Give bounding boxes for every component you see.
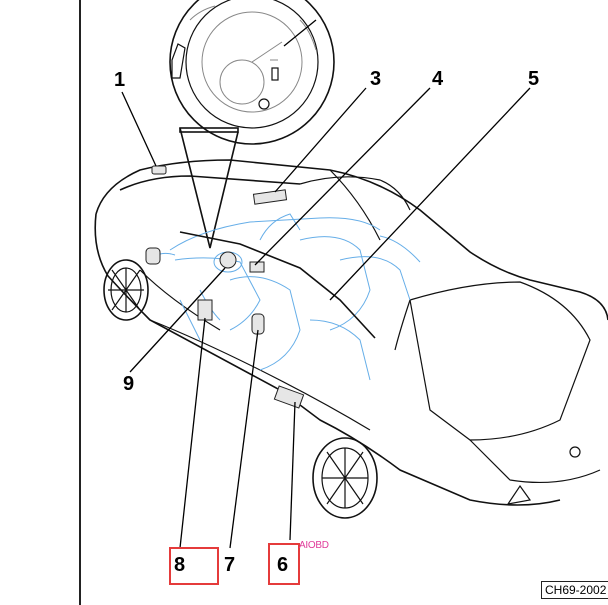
callout-1: 1 bbox=[114, 69, 126, 91]
steering-wheel-airbag bbox=[219, 251, 237, 269]
watermark-text: AIOBD bbox=[299, 540, 329, 551]
callout-leader-lines bbox=[121, 19, 531, 549]
instrument-cluster-detail bbox=[169, 0, 335, 145]
headliner-module bbox=[252, 189, 288, 205]
callout-4: 4 bbox=[432, 68, 444, 90]
callout-8: 8 bbox=[174, 554, 186, 576]
callout-6: 6 bbox=[277, 554, 289, 576]
front-side-sensor bbox=[197, 299, 213, 321]
curtain-airbag bbox=[179, 231, 376, 339]
highlight-box-callout-6 bbox=[268, 543, 300, 585]
callout-7: 7 bbox=[224, 554, 236, 576]
rear-roof-sensor bbox=[151, 165, 167, 175]
callout-3: 3 bbox=[370, 68, 382, 90]
callout-5: 5 bbox=[528, 68, 540, 90]
pillar-sensor bbox=[145, 247, 161, 265]
front-wheel bbox=[103, 259, 149, 321]
highlight-box-callout-8 bbox=[169, 547, 219, 585]
figure-id-label: CH69-2002 bbox=[541, 581, 608, 599]
page-left-border bbox=[79, 0, 81, 605]
rear-side-sensor bbox=[273, 385, 305, 409]
rear-wheel bbox=[312, 437, 378, 519]
callout-9: 9 bbox=[123, 373, 135, 395]
passenger-airbag bbox=[249, 261, 265, 273]
